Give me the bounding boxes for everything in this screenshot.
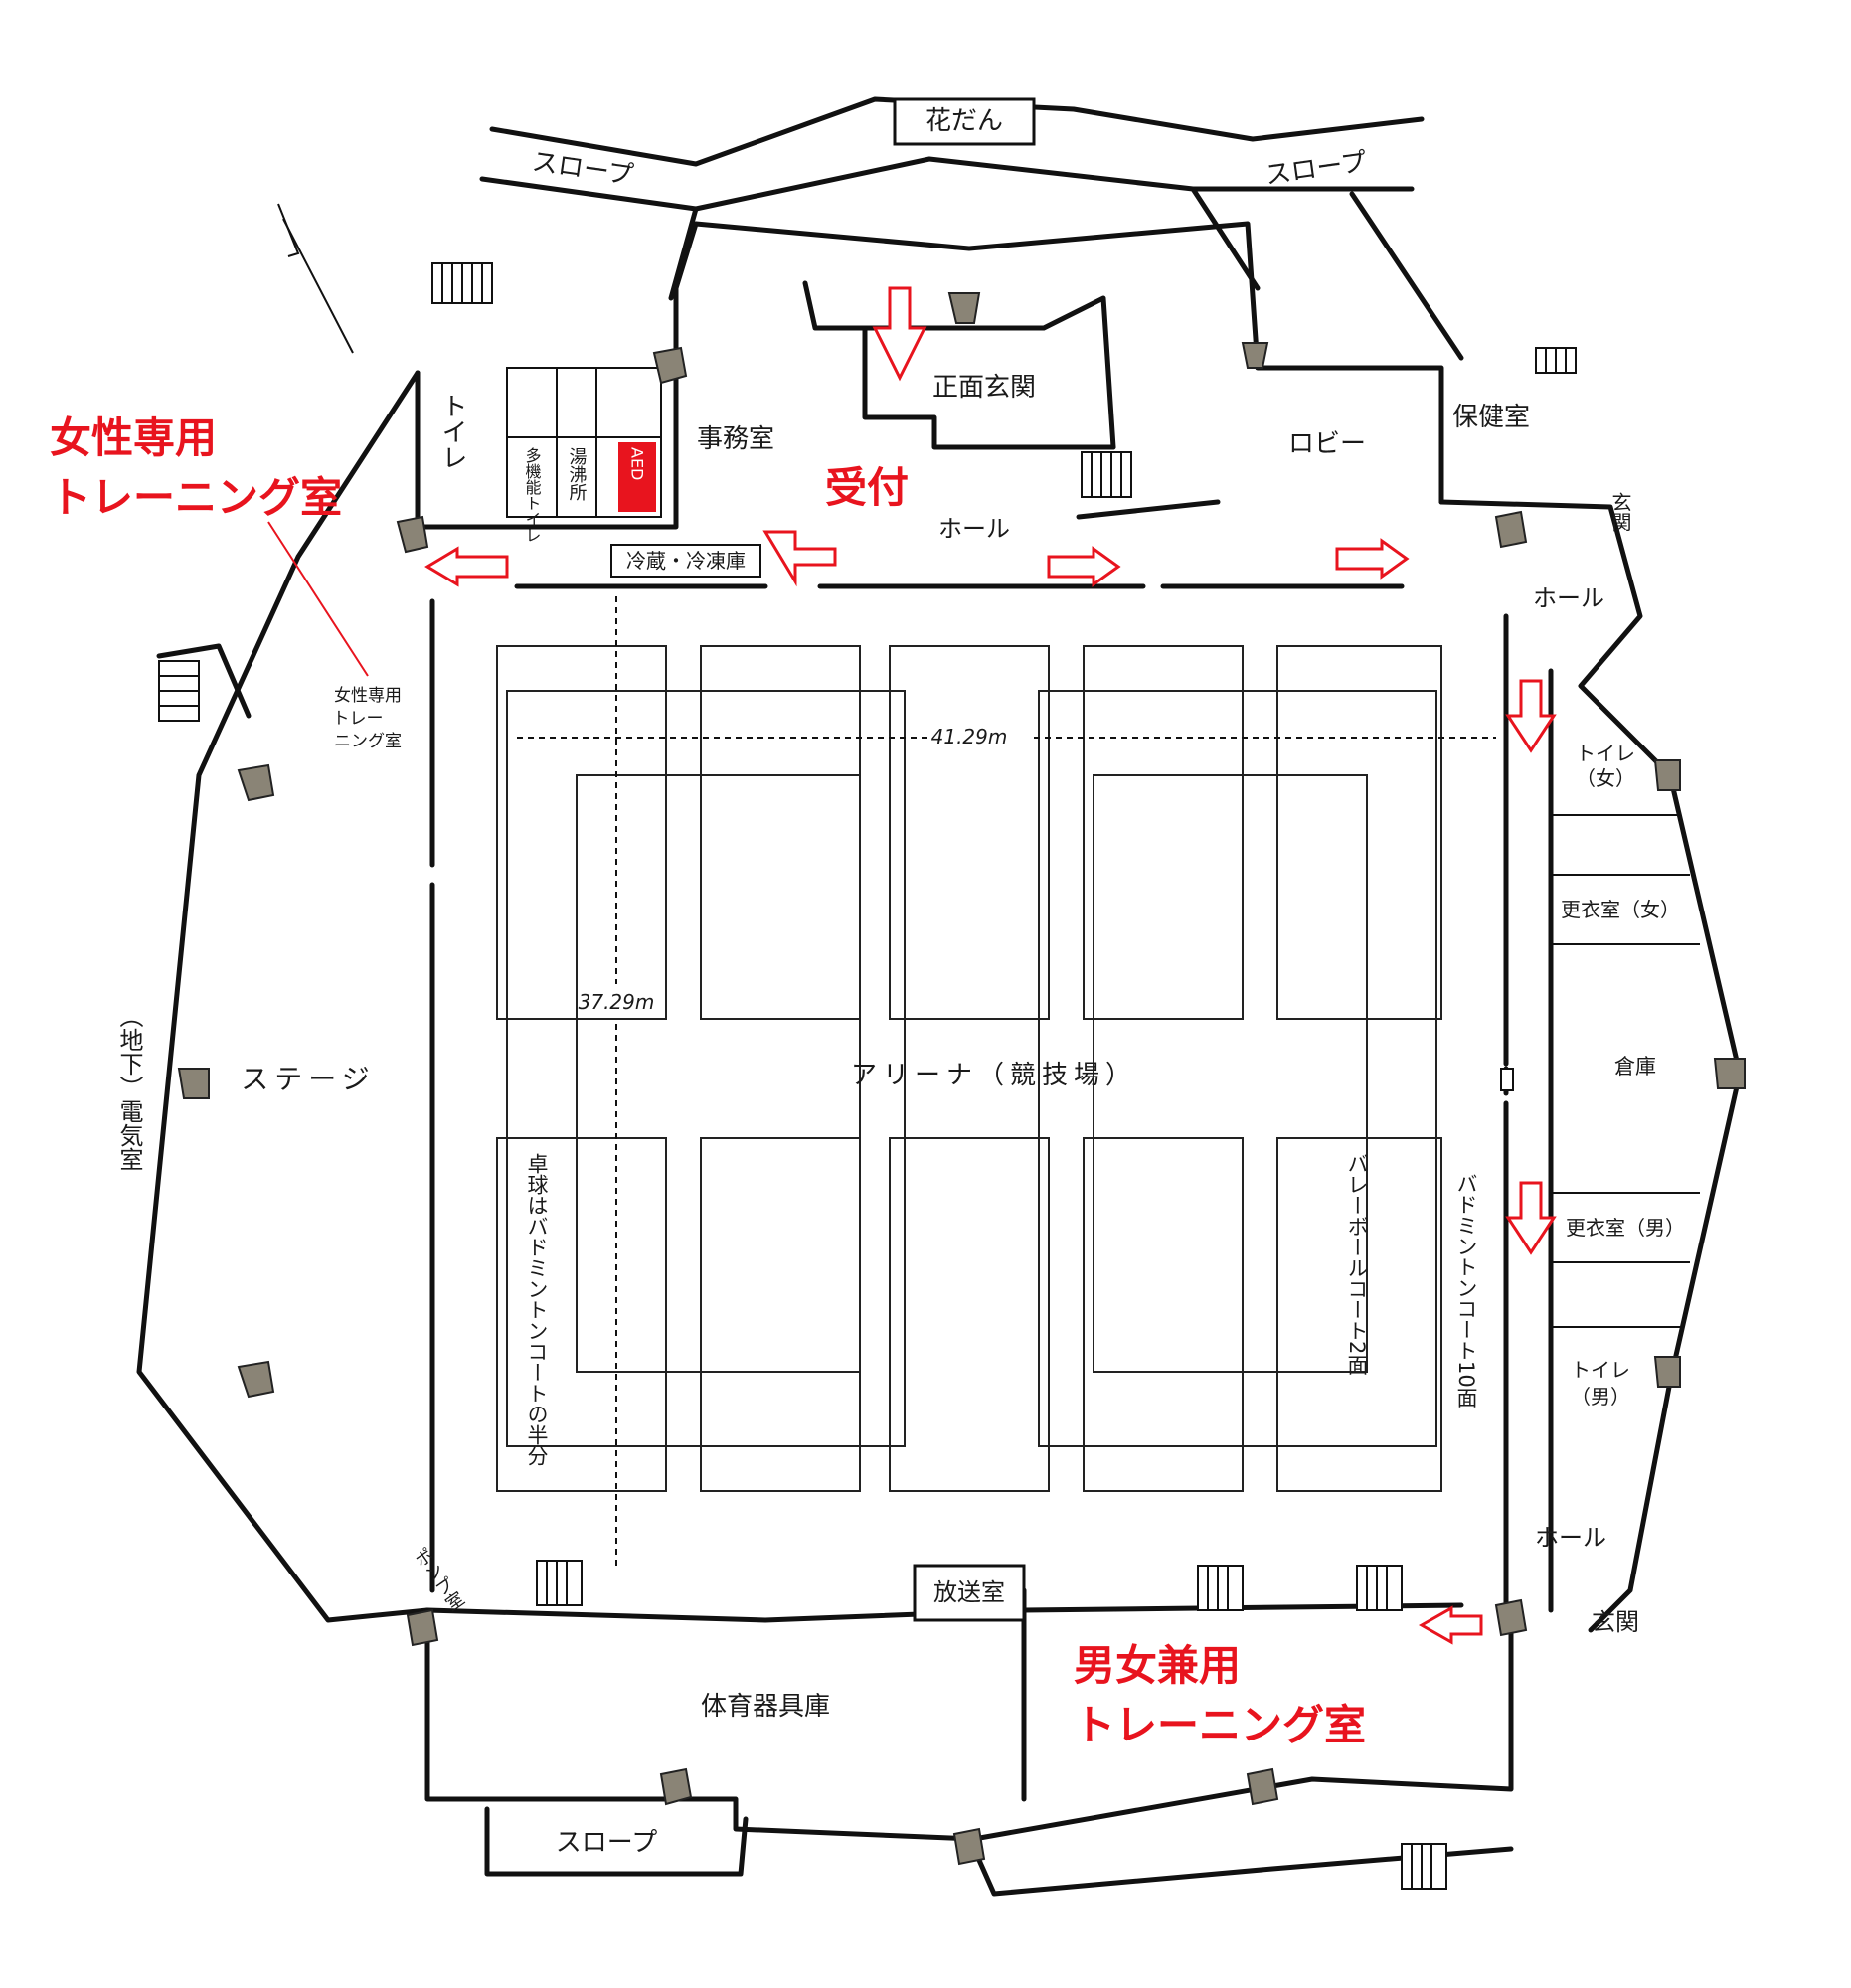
arrow-down-east-2 <box>1505 1181 1557 1255</box>
arrow-down-entrance <box>872 286 927 382</box>
hall-e-label: ホール <box>1533 584 1604 612</box>
outer-walls <box>136 221 1743 1897</box>
width-dim-label: 41.29m <box>931 725 1008 748</box>
women-training-heading-2: トレーニング室 <box>50 473 342 522</box>
entrance-se-label: 玄関 <box>1592 1608 1639 1636</box>
stairs <box>158 262 1577 1890</box>
toilet-m-label-1: トイレ <box>1571 1358 1630 1382</box>
slope-s-label: スロープ <box>556 1828 657 1858</box>
badminton-note: バドミントンコート10面 <box>1454 1173 1478 1408</box>
slope-nw-label: スロープ <box>530 147 635 191</box>
mixed-training-heading-2: トレーニング室 <box>1074 1701 1366 1749</box>
toilet-w-label-2: （女） <box>1576 766 1635 790</box>
broadcast-label: 放送室 <box>933 1578 1005 1606</box>
flowerbed-label: 花だん <box>926 106 1003 136</box>
fridge-box <box>610 544 761 578</box>
health-room-label: 保健室 <box>1452 403 1530 432</box>
electric-room-label: （地下）電気室 <box>115 1004 143 1171</box>
women-training-small-1: 女性専用 <box>334 686 402 706</box>
office-label: 事務室 <box>697 424 774 454</box>
height-dim-label: 37.29m <box>579 990 655 1014</box>
aed-label: AED <box>628 447 647 480</box>
hall-n-label: ホール <box>938 515 1010 543</box>
columns <box>177 292 1746 1866</box>
broadcast-box <box>913 1564 1026 1622</box>
lobby-label: ロビー <box>1288 429 1366 459</box>
arrow-right-2 <box>1335 538 1410 580</box>
arrow-down-east-1 <box>1505 679 1557 753</box>
room-block <box>506 367 662 518</box>
women-training-heading-1: 女性専用 <box>50 414 217 462</box>
women-training-small-2: トレー <box>333 709 384 729</box>
north-arrow-icon <box>277 203 354 354</box>
toilet-m-label-2: （男） <box>1571 1385 1630 1408</box>
courts <box>496 596 1514 1566</box>
toilet-nw-label: トイレ <box>437 393 467 470</box>
locker-m-label: 更衣室（男） <box>1566 1216 1685 1240</box>
locker-w-label: 更衣室（女） <box>1561 898 1680 921</box>
toilet-w-label-1: トイレ <box>1576 742 1635 765</box>
direction-arrows <box>424 286 1557 1645</box>
fridge-label: 冷蔵・冷凍庫 <box>626 549 746 573</box>
reception-label: 受付 <box>825 463 909 512</box>
women-training-small-3: ニング室 <box>334 732 402 751</box>
arena-label: アリーナ（競技場） <box>851 1061 1137 1090</box>
volleyball-note: バレーボールコート2面 <box>1345 1153 1369 1376</box>
stage-label: ステージ <box>241 1063 375 1095</box>
arrow-left-south <box>1418 1605 1483 1645</box>
flowerbed-box <box>893 97 1036 146</box>
top-approach <box>479 96 1464 361</box>
women-training-leader <box>267 521 369 677</box>
arrow-left-west <box>424 546 509 587</box>
mixed-training-heading-1: 男女兼用 <box>1074 1641 1241 1690</box>
entrance-ne-label: 玄関 <box>1608 492 1632 532</box>
kitchen-label: 湯沸所 <box>567 447 588 501</box>
slope-ne-label: スロープ <box>1263 147 1369 191</box>
main-entrance-label: 正面玄関 <box>932 373 1036 403</box>
equipment-label: 体育器具庫 <box>701 1692 830 1722</box>
hall-se-label: ホール <box>1535 1524 1606 1552</box>
arrow-right-1 <box>1047 546 1121 587</box>
table-tennis-note: 卓球はバドミントンコートの半分 <box>525 1153 549 1466</box>
pump-label: ポンプ室 <box>409 1545 467 1615</box>
inner-rooms <box>424 280 1700 1802</box>
arrow-left-reception <box>762 530 837 587</box>
storage-label: 倉庫 <box>1614 1055 1656 1078</box>
aed-box <box>618 442 656 512</box>
multi-toilet-label: 多機能トイレ <box>523 447 542 543</box>
